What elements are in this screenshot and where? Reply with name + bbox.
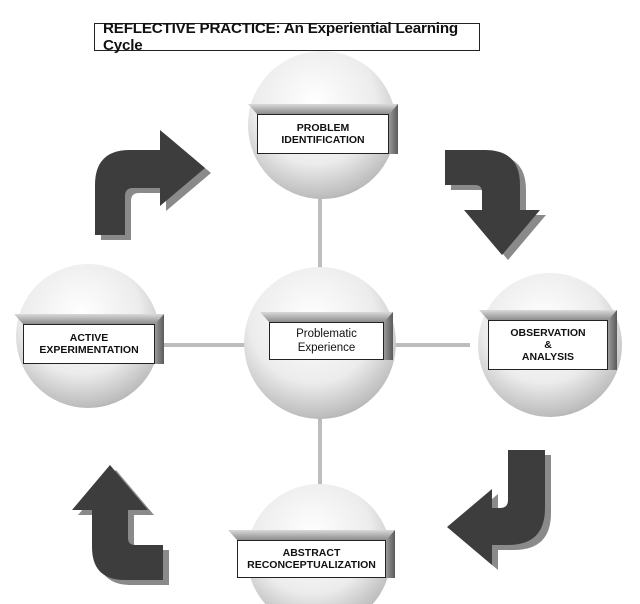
label-box-bevels — [14, 104, 617, 578]
arrow-right-to-bottom — [447, 450, 551, 570]
arrow-left-to-top — [95, 130, 211, 240]
node-problematic-experience: Problematic Experience — [269, 322, 384, 360]
node-observation-analysis: OBSERVATION & ANALYSIS — [488, 320, 608, 370]
cycle-arrows — [72, 130, 551, 585]
node-abstract-reconceptualization: ABSTRACT RECONCEPTUALIZATION — [237, 540, 386, 578]
connector-lines — [150, 190, 470, 495]
node-problem-identification: PROBLEM IDENTIFICATION — [257, 114, 389, 154]
arrow-bottom-to-left — [72, 465, 169, 585]
cycle-circles — [16, 51, 622, 604]
arrow-top-to-right — [445, 150, 546, 260]
diagram-title: REFLECTIVE PRACTICE: An Experiential Lea… — [94, 20, 480, 54]
node-active-experimentation: ACTIVE EXPERIMENTATION — [23, 324, 155, 364]
